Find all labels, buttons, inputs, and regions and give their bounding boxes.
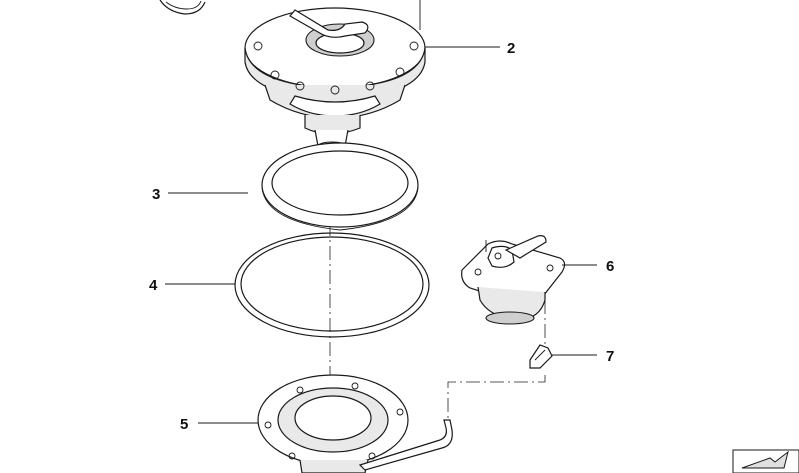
mounting-flange xyxy=(257,374,453,473)
callout-7: 7 xyxy=(606,348,614,365)
callout-4: 4 xyxy=(149,277,158,294)
top-cap-fragment xyxy=(159,0,421,30)
retaining-clip xyxy=(529,344,553,369)
seal-ring xyxy=(261,142,419,231)
arrow-icon xyxy=(732,449,799,473)
callout-5: 5 xyxy=(180,416,188,433)
leader-lines xyxy=(165,46,597,424)
valve-unit xyxy=(461,235,566,325)
housing-cover xyxy=(244,7,426,151)
callout-6: 6 xyxy=(606,258,614,275)
callout-labels: 2 3 4 5 6 7 xyxy=(149,40,614,433)
callout-3: 3 xyxy=(152,186,160,203)
o-ring xyxy=(234,232,430,338)
callout-2: 2 xyxy=(507,40,515,57)
